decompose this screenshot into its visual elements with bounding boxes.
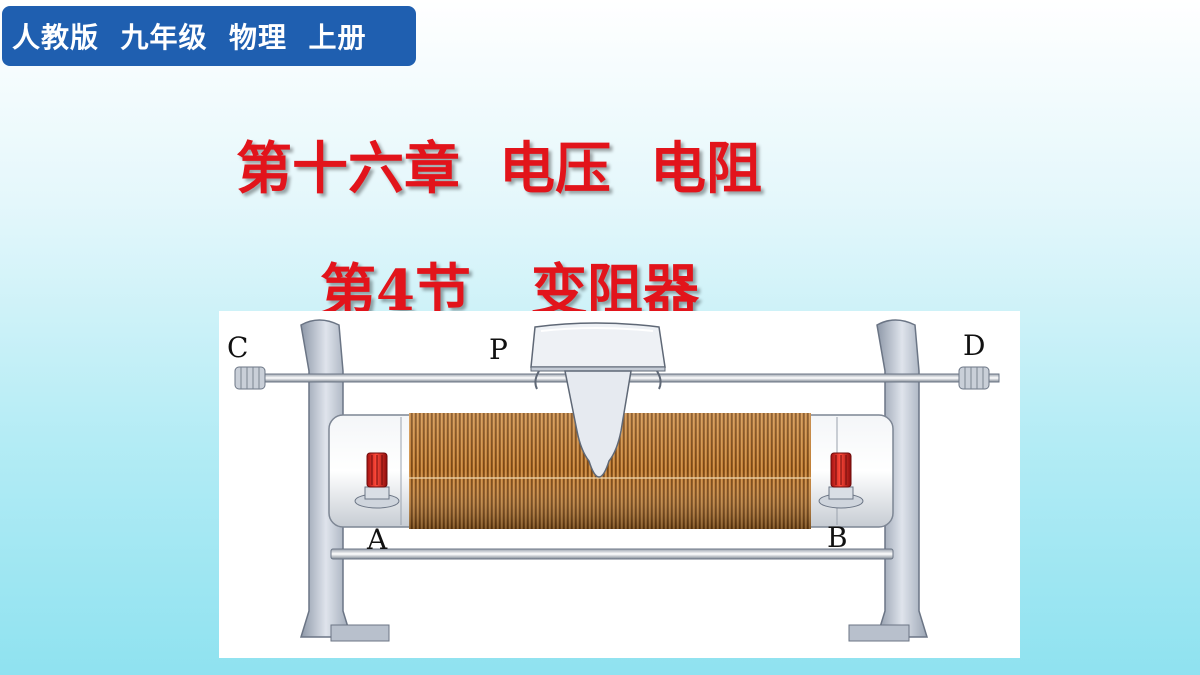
label-p: P	[489, 333, 508, 366]
label-a: A	[366, 523, 388, 556]
textbook-badge: 人教版 九年级 物理 上册	[2, 6, 416, 66]
terminal-c	[234, 366, 266, 390]
terminal-a	[354, 452, 400, 509]
rheostat-figure: C D P A B	[219, 311, 1020, 658]
rheostat-illustration: C D P A B	[227, 319, 1000, 642]
chapter-title: 第十六章 电压 电阻	[236, 136, 762, 202]
terminal-b	[818, 452, 864, 509]
terminal-d	[958, 366, 990, 390]
textbook-badge-text: 人教版 九年级 物理 上册	[12, 21, 367, 54]
label-d: D	[963, 329, 985, 362]
slider-p	[530, 322, 666, 478]
bottom-rod	[330, 548, 894, 560]
label-b: B	[827, 521, 848, 554]
label-c: C	[227, 331, 248, 364]
